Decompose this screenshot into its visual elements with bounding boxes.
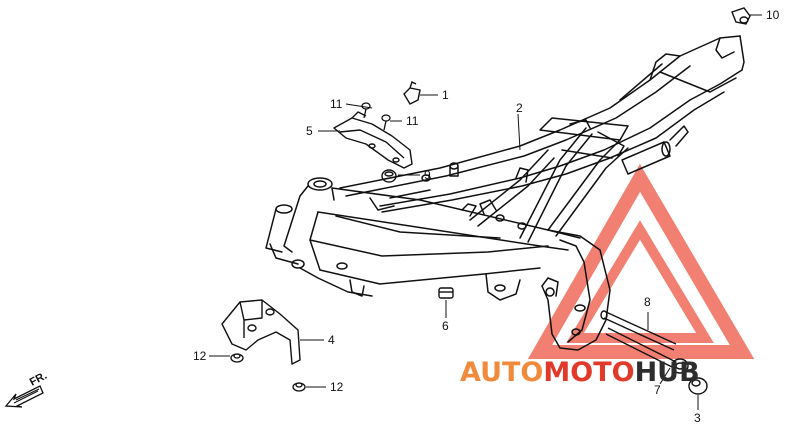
- main-frame: [265, 35, 745, 351]
- nut-part-12-a: [230, 353, 244, 363]
- callout-12-b: 12: [330, 380, 344, 394]
- callout-9: 9: [424, 168, 431, 182]
- callout-2: 2: [516, 101, 523, 115]
- watermark-text: AUTOMOTOHUB: [460, 357, 700, 388]
- cap-part-6: [438, 287, 454, 299]
- watermark-part-moto: MOTO: [543, 357, 634, 388]
- nut-part-12-b: [292, 382, 306, 392]
- callout-6: 6: [442, 319, 449, 333]
- bolt-part-8: [600, 310, 677, 351]
- watermark-logo: [527, 164, 755, 359]
- callout-12-a: 12: [193, 349, 207, 363]
- bracket-part-4: [221, 299, 301, 365]
- callout-5: 5: [306, 124, 313, 138]
- cap-part-3: [688, 377, 708, 395]
- callout-1: 1: [442, 88, 449, 102]
- watermark-part-auto: AUTO: [460, 357, 543, 388]
- watermark-part-hub: HUB: [635, 357, 700, 388]
- bracket-part-5: [333, 111, 413, 169]
- callout-4: 4: [328, 333, 335, 347]
- rubber-part-9: [381, 169, 397, 183]
- screw-part-11-b: [381, 114, 391, 131]
- clip-part-1: [403, 81, 421, 105]
- leader-lines: [209, 14, 762, 410]
- callout-11-a: 11: [330, 97, 343, 111]
- front-direction-label: FR.: [28, 370, 49, 389]
- callout-7: 7: [654, 383, 661, 397]
- callout-11-b: 11: [406, 114, 419, 128]
- callout-10: 10: [766, 8, 780, 22]
- callout-8: 8: [644, 295, 651, 309]
- front-direction-arrow-icon: [4, 385, 44, 408]
- bolt-part-7: [605, 327, 689, 374]
- callout-3: 3: [694, 411, 701, 425]
- clip-part-10: [731, 7, 751, 25]
